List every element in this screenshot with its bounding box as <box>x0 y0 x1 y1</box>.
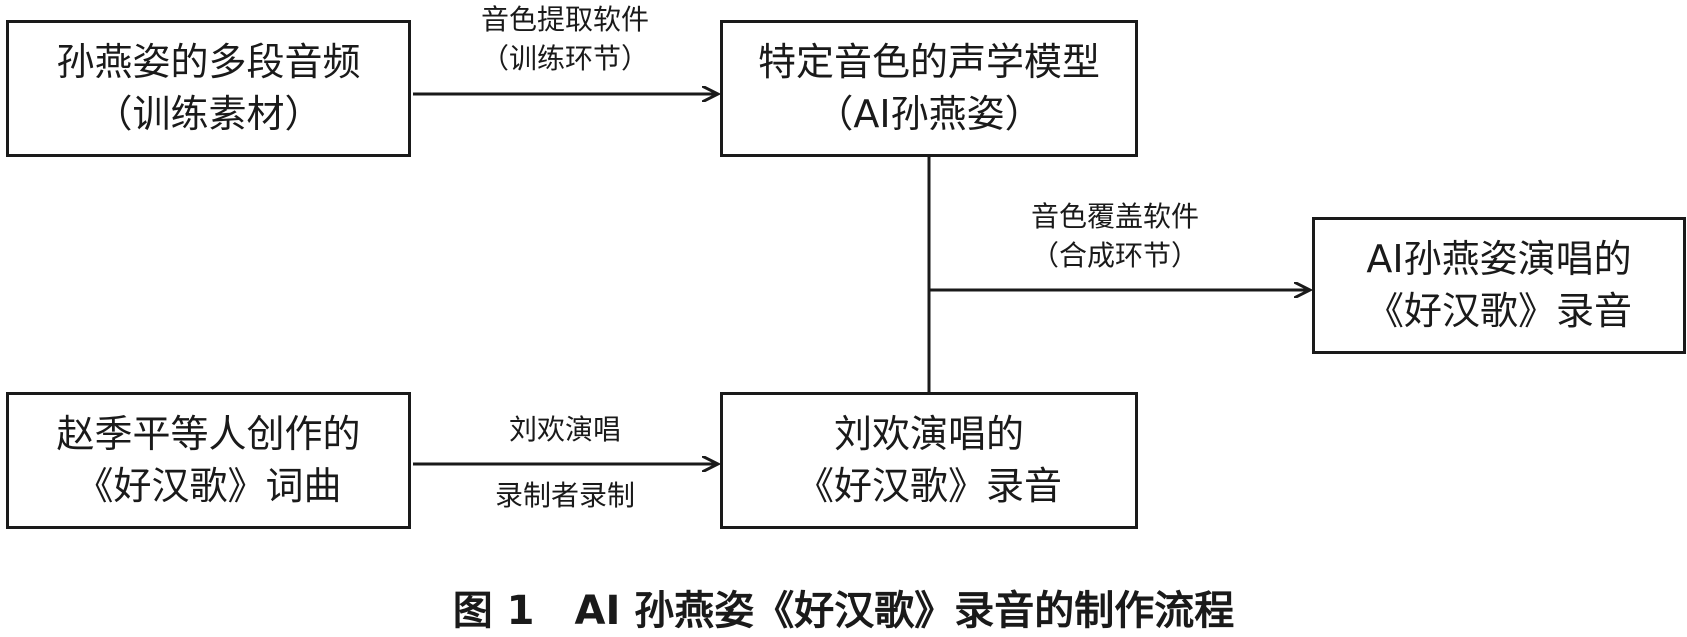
singing-label-top: 刘欢演唱 <box>508 413 621 446</box>
ai-recording-title: AI孙燕姿演唱的 <box>1366 237 1632 282</box>
acoustic-model-box: 特定音色的声学模型 （AI孙燕姿） <box>720 20 1138 157</box>
source-audio-subtitle: （训练素材） <box>94 91 323 136</box>
overlay-label-line2: （合成环节） <box>1030 239 1199 273</box>
figure-caption: 图 1 AI 孙燕姿《好汉歌》录音的制作流程 <box>452 588 1235 634</box>
source-audio-box: 孙燕姿的多段音频 （训练素材） <box>6 20 411 157</box>
lyrics-music-box: 赵季平等人创作的 《好汉歌》词曲 <box>6 392 411 529</box>
lyrics-music-subtitle: 《好汉歌》词曲 <box>75 463 342 508</box>
lyrics-music-title: 赵季平等人创作的 <box>56 412 361 457</box>
liuhuan-recording-box: 刘欢演唱的 《好汉歌》录音 <box>720 392 1138 529</box>
liuhuan-recording-subtitle: 《好汉歌》录音 <box>795 463 1062 508</box>
source-audio-title: 孙燕姿的多段音频 <box>56 40 361 85</box>
liuhuan-recording-title: 刘欢演唱的 <box>833 412 1024 457</box>
ai-recording-subtitle: 《好汉歌》录音 <box>1365 288 1632 333</box>
extraction-label-line2: （训练环节） <box>480 42 649 76</box>
ai-recording-box: AI孙燕姿演唱的 《好汉歌》录音 <box>1312 217 1686 354</box>
singing-label-bottom: 录制者录制 <box>494 479 635 512</box>
extraction-label: 音色提取软件 （训练环节） <box>440 0 690 78</box>
acoustic-model-title: 特定音色的声学模型 <box>757 40 1100 85</box>
overlay-label: 音色覆盖软件 （合成环节） <box>990 197 1240 275</box>
extraction-label-line1: 音色提取软件 <box>480 3 649 36</box>
overlay-label-line1: 音色覆盖软件 <box>1030 200 1199 233</box>
acoustic-model-subtitle: （AI孙燕姿） <box>815 91 1043 136</box>
